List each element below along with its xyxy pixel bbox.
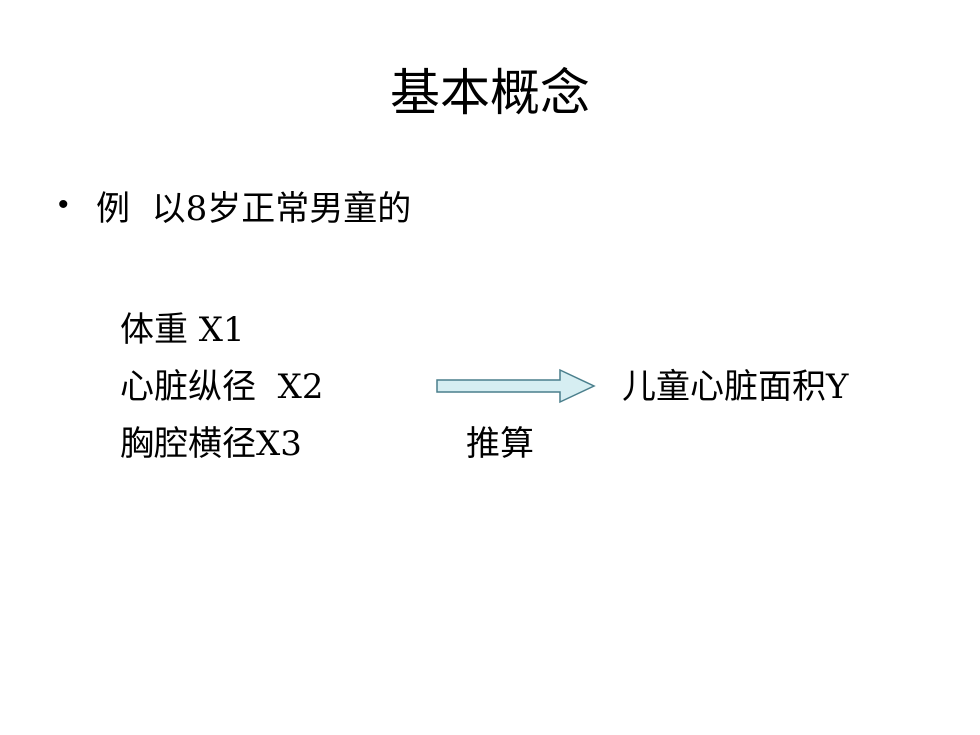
right-arrow-icon: [436, 368, 596, 404]
slide-title: 基本概念: [390, 64, 590, 122]
bullet-item: • 例 以8岁正常男童的: [58, 180, 411, 230]
variable-weight: 体重 X1: [120, 310, 245, 350]
variable-heart-length: 心脏纵径 X2: [120, 367, 324, 407]
bullet-marker: •: [58, 188, 69, 221]
bullet-text: 例 以8岁正常男童的: [96, 188, 412, 229]
arrow-label: 推算: [466, 424, 534, 464]
variable-chest-width: 胸腔横径X3: [120, 424, 302, 464]
result-label: 儿童心脏面积Y: [622, 367, 849, 407]
